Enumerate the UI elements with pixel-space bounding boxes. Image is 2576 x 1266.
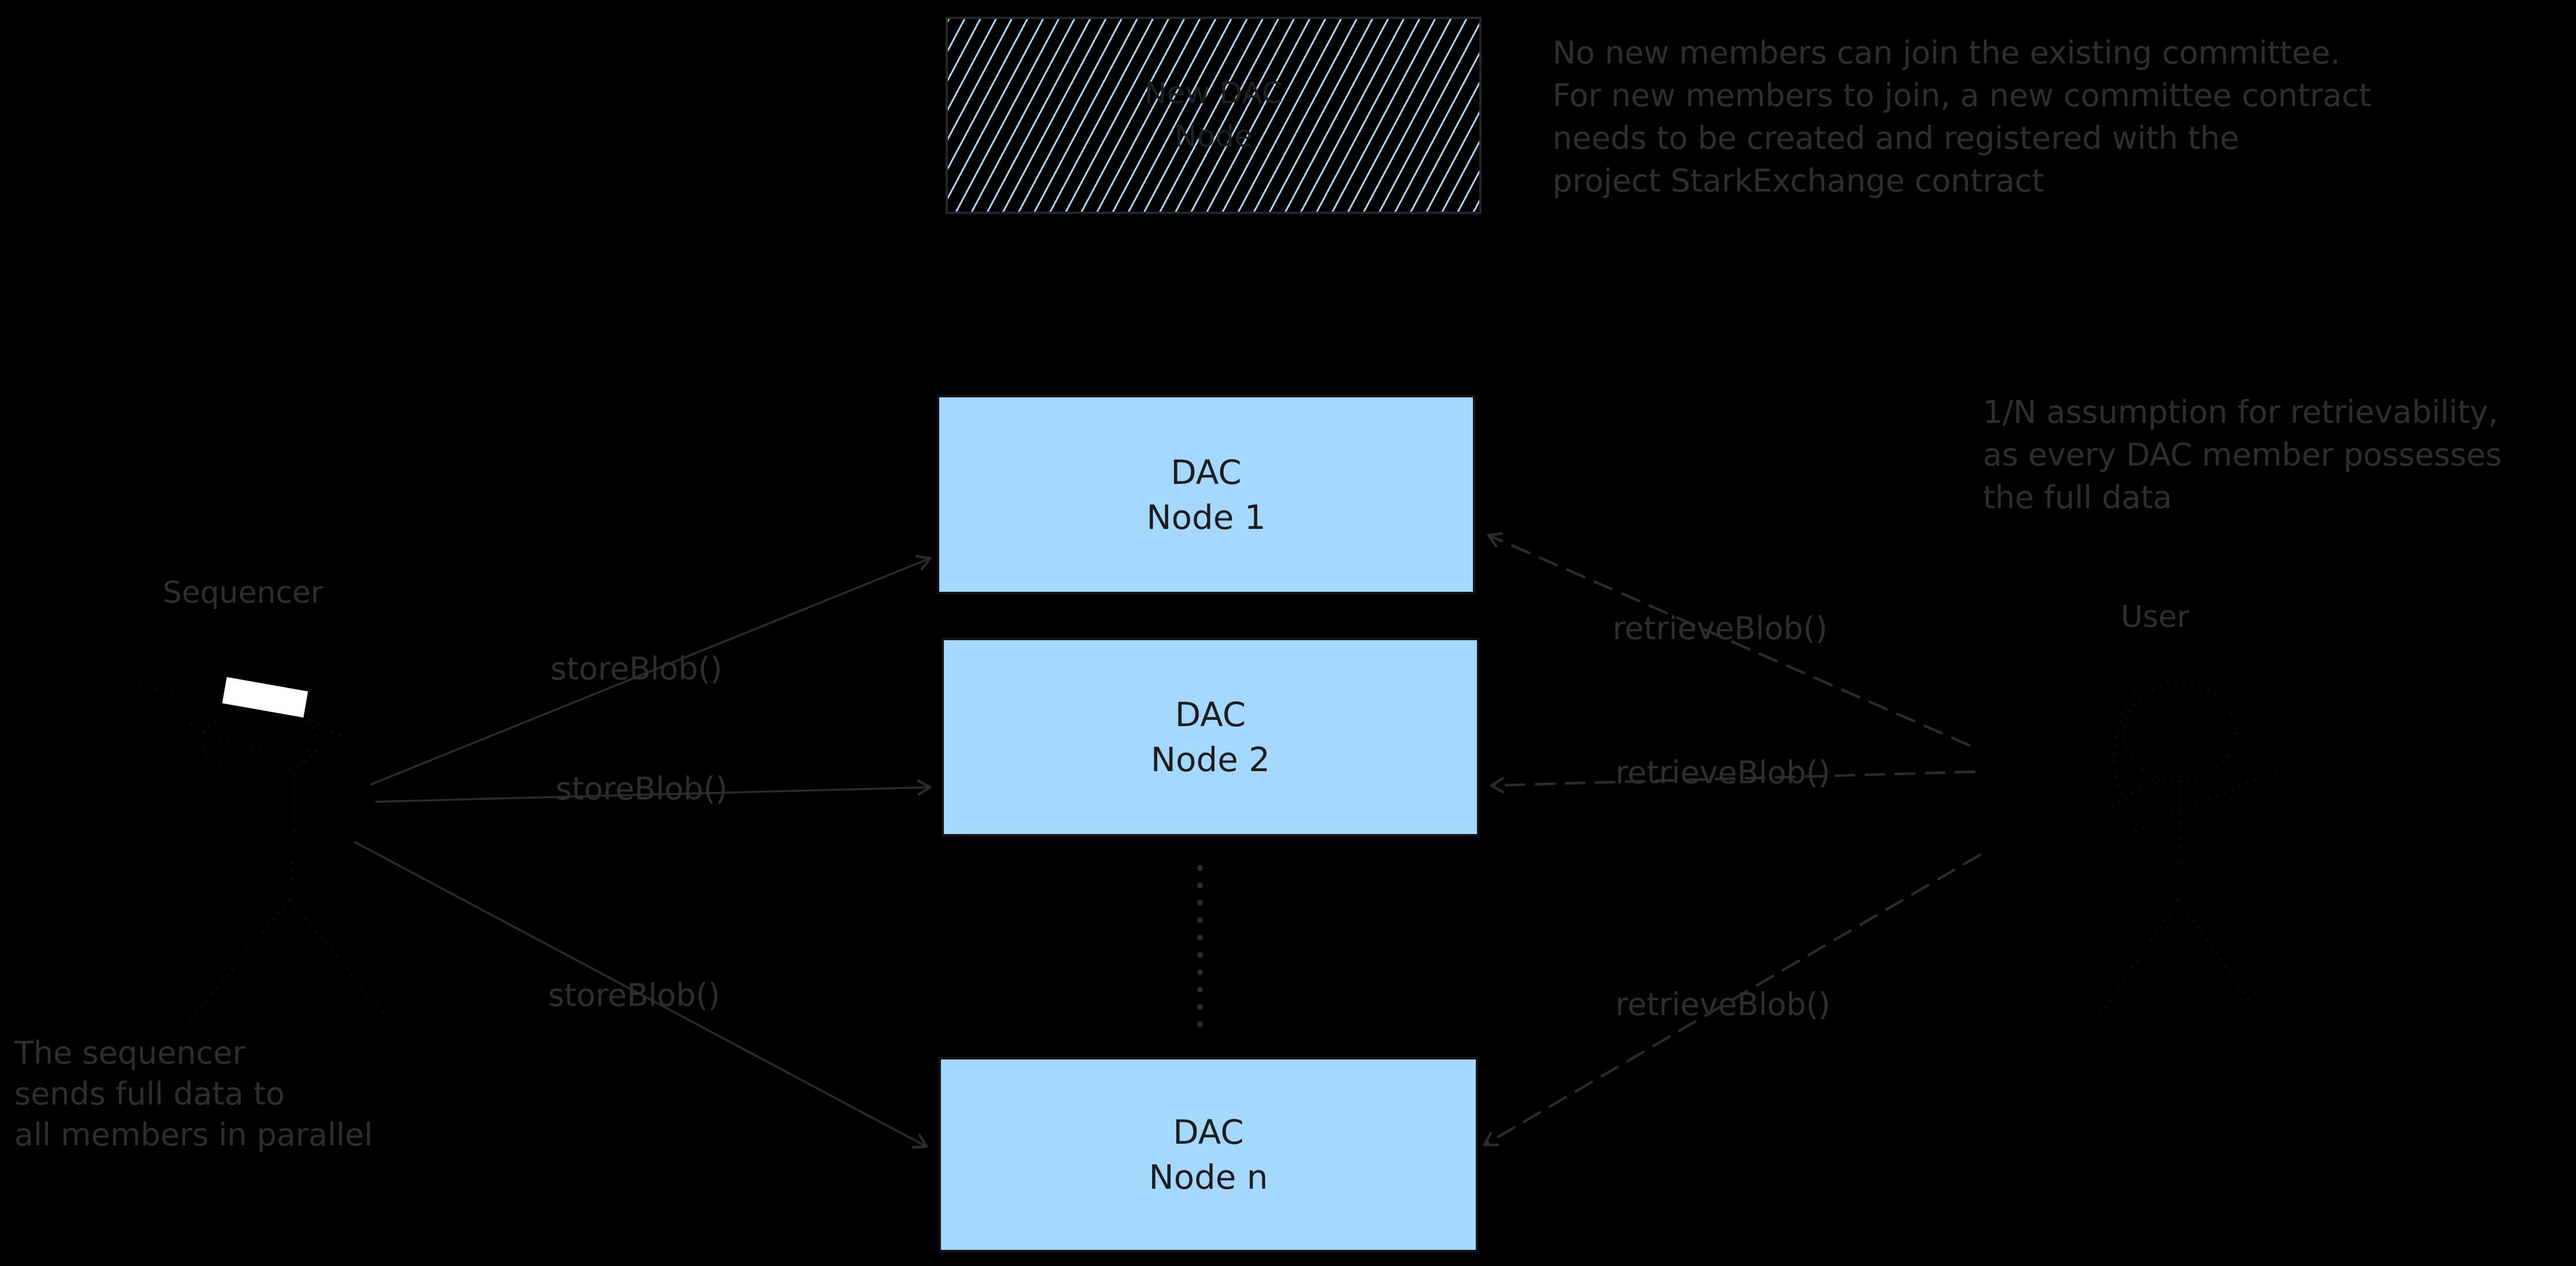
sequencer-label: Sequencer <box>163 576 323 610</box>
note-sequencer-parallel: The sequencer sends full data to all mem… <box>14 1032 373 1155</box>
dac-node-n-box: DAC Node n <box>939 1057 1478 1252</box>
note-retrievability-line2: as every DAC member possesses <box>1983 437 2502 473</box>
note-parallel-line1: The sequencer <box>14 1035 246 1071</box>
new-dac-node-label-line2: Node <box>1174 119 1253 154</box>
arrow-store-node2 <box>375 779 932 803</box>
dac-node-1-box: DAC Node 1 <box>937 395 1475 594</box>
note-committee-line3: needs to be created and registered with … <box>1553 120 2239 156</box>
note-committee-line1: No new members can join the existing com… <box>1553 35 2341 71</box>
note-committee-line2: For new members to join, a new committee… <box>1553 77 2371 114</box>
new-dac-node-label-line1: New DAC <box>1144 76 1283 111</box>
dac-node-2-line1: DAC <box>1175 695 1246 734</box>
retrieveblob-label-1: retrieveBlob() <box>1613 610 1828 647</box>
retrieveblob-label-2: retrieveBlob() <box>1615 754 1831 791</box>
storeblob-label-3: storeBlob() <box>548 977 721 1013</box>
arrow-retrieve-noden <box>1483 853 1982 1147</box>
sequencer-figure <box>138 685 389 1021</box>
dac-node-n-line2: Node n <box>1149 1158 1268 1197</box>
storeblob-label-2: storeBlob() <box>556 771 728 807</box>
user-figure <box>2099 683 2285 1017</box>
arrow-store-noden <box>354 841 928 1149</box>
note-parallel-line3: all members in parallel <box>14 1117 373 1153</box>
arrow-retrieve-node1 <box>1487 532 1971 747</box>
new-dac-node-box: New DAC Node <box>946 17 1482 214</box>
note-retrievability: 1/N assumption for retrievability, as ev… <box>1983 391 2502 519</box>
dac-node-n-line1: DAC <box>1173 1113 1244 1152</box>
arrow-retrieve-node2 <box>1490 770 1976 794</box>
storeblob-label-1: storeBlob() <box>550 651 723 687</box>
arrow-store-node1 <box>370 555 932 786</box>
note-retrievability-line1: 1/N assumption for retrievability, <box>1983 394 2499 430</box>
note-committee-line4: project StarkExchange contract <box>1553 163 2044 199</box>
dac-node-2-line2: Node 2 <box>1150 740 1270 779</box>
retrieveblob-label-3: retrieveBlob() <box>1615 986 1831 1023</box>
dac-node-2-box: DAC Node 2 <box>942 638 1479 836</box>
note-committee: No new members can join the existing com… <box>1553 32 2371 202</box>
user-label: User <box>2121 600 2189 634</box>
dac-node-1-line1: DAC <box>1171 452 1242 492</box>
note-retrievability-line3: the full data <box>1983 479 2172 516</box>
dac-node-1-line2: Node 1 <box>1146 497 1266 537</box>
note-parallel-line2: sends full data to <box>14 1076 285 1112</box>
